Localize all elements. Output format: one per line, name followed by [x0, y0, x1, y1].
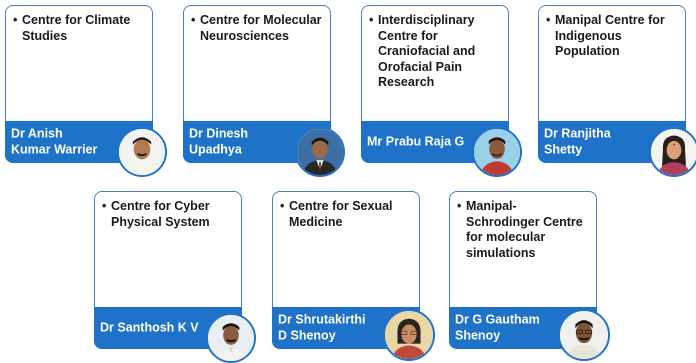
centre-title: • Centre for Sexual Medicine	[280, 199, 413, 230]
centre-title: • Centre for Cyber Physical System	[102, 199, 235, 230]
centre-title: • Centre for Climate Studies	[13, 13, 146, 44]
person-photo-icon	[117, 127, 167, 177]
person-name: Dr Santhosh K V	[100, 320, 199, 335]
bullet: •	[102, 199, 107, 213]
centre-name: Centre for Climate Studies	[22, 13, 131, 43]
centre-name: Manipal Centre for Indigenous Population	[555, 13, 665, 58]
person-photo-icon	[558, 309, 610, 361]
centre-card: • Centre for Molecular Neurosciences Dr …	[183, 5, 345, 177]
bullet: •	[191, 13, 196, 27]
person-name: Dr Dinesh Upadhya	[189, 126, 249, 157]
bullet: •	[280, 199, 285, 213]
centre-title: • Manipal Centre for Indigenous Populati…	[546, 13, 679, 60]
person-photo-icon	[206, 313, 256, 363]
person-name: Dr Ranjitha Shetty	[544, 126, 611, 157]
centre-card: • Centre for Climate Studies Dr Anish Ku…	[5, 5, 167, 177]
person-photo-icon	[383, 309, 435, 361]
person-photo-icon	[649, 127, 696, 177]
centre-card: • Centre for Sexual Medicine Dr Shrutaki…	[272, 191, 435, 361]
bullet: •	[13, 13, 18, 27]
centre-title: • Interdisciplinary Centre for Craniofac…	[369, 13, 502, 91]
centre-card: • Interdisciplinary Centre for Craniofac…	[361, 5, 522, 177]
centre-title: • Manipal- Schrodinger Centre for molecu…	[457, 199, 590, 261]
person-name: Dr Shrutakirthi D Shenoy	[278, 312, 366, 343]
bullet: •	[369, 13, 374, 27]
person-name: Mr Prabu Raja G	[367, 134, 465, 149]
centre-card: • Centre for Cyber Physical System Dr Sa…	[94, 191, 256, 363]
centre-name: Interdisciplinary Centre for Craniofacia…	[378, 13, 476, 89]
centre-name: Manipal- Schrodinger Centre for molecula…	[466, 199, 583, 260]
centre-title: • Centre for Molecular Neurosciences	[191, 13, 324, 44]
person-name: Dr Anish Kumar Warrier	[11, 126, 98, 157]
bullet: •	[546, 13, 551, 27]
person-photo-icon	[295, 127, 345, 177]
person-photo-icon	[472, 127, 522, 177]
centre-card: • Manipal- Schrodinger Centre for molecu…	[449, 191, 610, 361]
centre-name: Centre for Molecular Neurosciences	[200, 13, 322, 43]
centre-card: • Manipal Centre for Indigenous Populati…	[538, 5, 696, 177]
bullet: •	[457, 199, 462, 213]
centre-name: Centre for Cyber Physical System	[111, 199, 210, 229]
person-name: Dr G Gautham Shenoy	[455, 312, 540, 343]
centre-name: Centre for Sexual Medicine	[289, 199, 393, 229]
